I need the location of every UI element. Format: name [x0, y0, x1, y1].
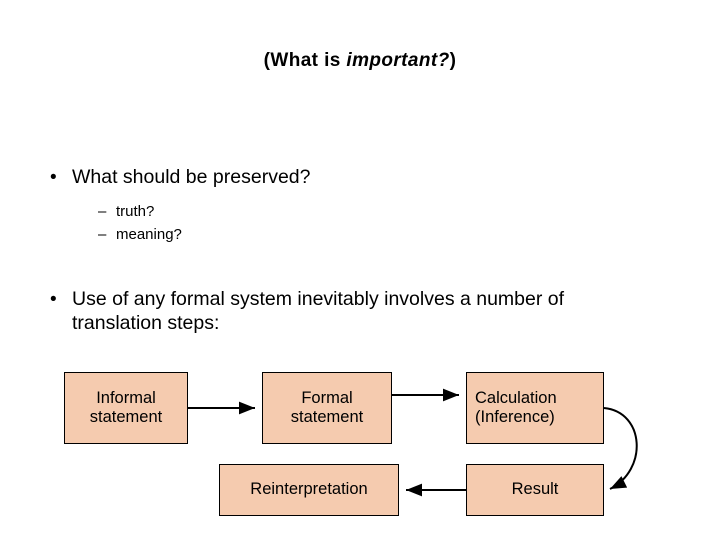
arrow-calculation-to-result — [603, 407, 638, 490]
bullet-marker: • — [50, 289, 57, 310]
bullet-marker: • — [50, 167, 57, 188]
sub-bullet-item-1: –truth? — [98, 202, 154, 223]
flow-box-formal-line1: Formal — [301, 388, 353, 407]
flow-box-calculation-line2: (Inference) — [475, 408, 555, 426]
page-title: (What is important?) — [0, 50, 720, 72]
sub-bullet-marker: – — [98, 226, 107, 243]
flow-box-reinterpretation: Reinterpretation — [219, 464, 399, 516]
flow-box-informal-line1: Informal — [96, 388, 156, 407]
flow-box-result: Result — [466, 464, 604, 516]
title-italic: important? — [346, 50, 450, 71]
bullet-item-1: • What should be preserved? — [50, 166, 310, 190]
flow-box-calculation-line1: Calculation — [475, 388, 557, 407]
sub-bullet-text: meaning? — [116, 226, 182, 243]
sub-bullet-item-2: –meaning? — [98, 225, 182, 246]
flow-box-reinterpretation-line1: Reinterpretation — [250, 480, 368, 499]
title-suffix: ) — [449, 50, 457, 71]
bullet-item-2: • Use of any formal system inevitably inv… — [50, 288, 650, 336]
flow-box-result-line1: Result — [511, 480, 559, 499]
flow-box-calculation: Calculation (Inference) — [466, 372, 604, 444]
title-prefix: (What is — [263, 50, 347, 71]
flow-box-formal: Formal statement — [262, 372, 392, 444]
bullet-text: What should be preserved? — [72, 166, 311, 188]
bullet-text: Use of any formal system inevitably invo… — [72, 288, 565, 334]
sub-bullet-text: truth? — [116, 203, 155, 220]
flow-box-formal-line2: statement — [290, 408, 364, 426]
sub-bullet-marker: – — [98, 203, 107, 220]
flow-box-informal: Informal statement — [64, 372, 188, 444]
flow-box-informal-line2: statement — [89, 408, 163, 426]
